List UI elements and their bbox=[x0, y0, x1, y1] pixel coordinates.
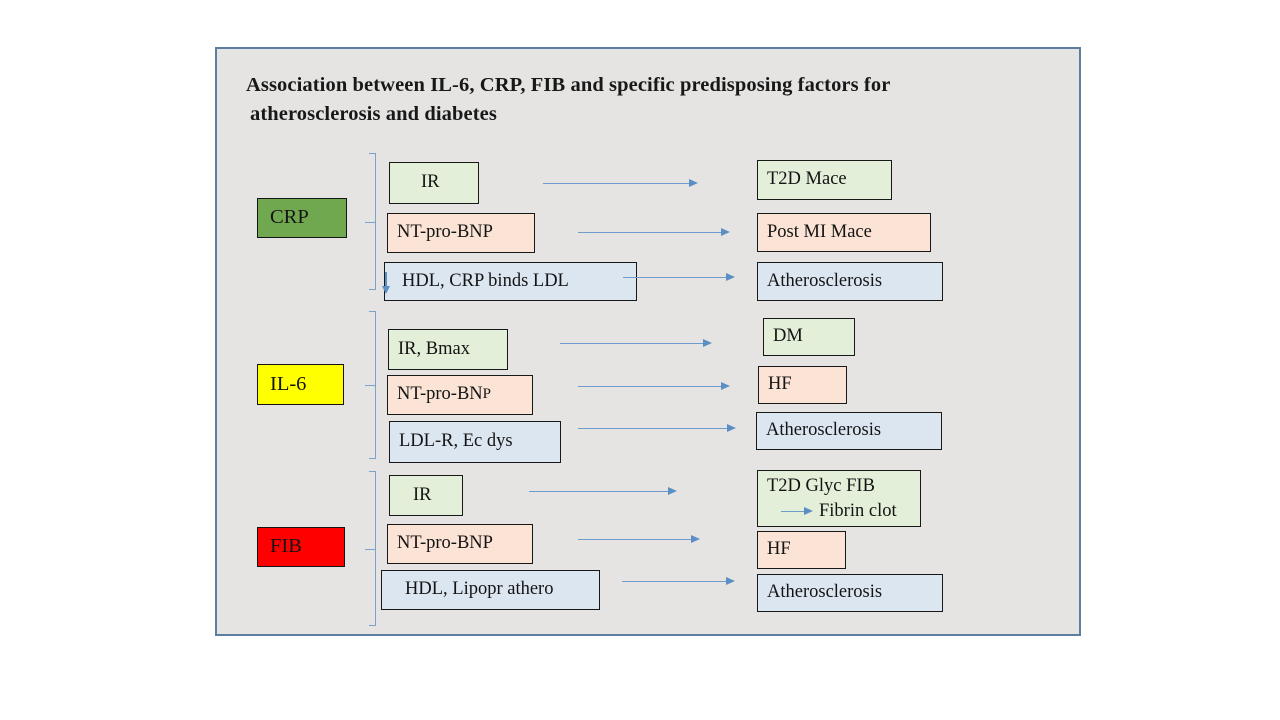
marker-fib: FIB bbox=[257, 527, 345, 567]
arrow-crp-1 bbox=[543, 179, 698, 188]
marker-crp-label: CRP bbox=[270, 206, 309, 229]
arrow-il6-2 bbox=[578, 382, 730, 391]
factor-il6-2-label: NT-pro-BN bbox=[397, 384, 483, 405]
factor-crp-2: NT-pro-BNP bbox=[387, 213, 535, 253]
target-crp-1: T2D Mace bbox=[757, 160, 892, 200]
target-fib-3-label: Atherosclerosis bbox=[767, 582, 883, 603]
factor-crp-1-label: IR bbox=[421, 172, 440, 193]
target-fib-1: T2D Glyc FIB Fibrin clot bbox=[757, 470, 921, 527]
page-title-line-2: atherosclerosis and diabetes bbox=[250, 103, 497, 125]
factor-fib-1-label: IR bbox=[413, 484, 432, 505]
arrow-fib-2 bbox=[578, 535, 700, 544]
factor-il6-1-label: IR, Bmax bbox=[398, 338, 470, 359]
marker-crp: CRP bbox=[257, 198, 347, 238]
arrow-fib-1 bbox=[529, 487, 677, 496]
bracket-crp bbox=[365, 153, 378, 290]
factor-il6-3-label: LDL-R, Ec dys bbox=[399, 431, 513, 452]
factor-fib-3-label: HDL, Lipopr athero bbox=[405, 579, 554, 600]
target-il6-1: DM bbox=[763, 318, 855, 356]
page-title-line-1: Association between IL-6, CRP, FIB and s… bbox=[246, 74, 891, 96]
factor-crp-3-label: HDL, CRP binds LDL bbox=[402, 270, 569, 291]
down-arrow-icon bbox=[381, 272, 390, 294]
factor-crp-2-label: NT-pro-BNP bbox=[397, 222, 493, 243]
target-crp-3-label: Atherosclerosis bbox=[767, 270, 883, 291]
target-il6-3-label: Atherosclerosis bbox=[766, 420, 882, 441]
factor-il6-3: LDL-R, Ec dys bbox=[389, 421, 561, 463]
factor-crp-3: HDL, CRP binds LDL bbox=[381, 262, 637, 301]
bracket-il6 bbox=[365, 311, 378, 459]
target-fib-1-line-1: T2D Glyc FIB bbox=[767, 476, 875, 496]
target-crp-1-label: T2D Mace bbox=[767, 169, 847, 190]
arrow-crp-2 bbox=[578, 228, 730, 237]
factor-fib-3: HDL, Lipopr athero bbox=[381, 570, 600, 610]
marker-fib-label: FIB bbox=[270, 535, 302, 558]
factor-fib-1: IR bbox=[389, 475, 463, 516]
target-fib-3: Atherosclerosis bbox=[757, 574, 943, 612]
marker-il6: IL-6 bbox=[257, 364, 344, 405]
factor-fib-2-label: NT-pro-BNP bbox=[397, 533, 493, 554]
bracket-fib bbox=[365, 471, 378, 626]
factor-il6-2-label-suffix: P bbox=[482, 386, 491, 403]
target-fib-2-label: HF bbox=[767, 539, 791, 560]
target-il6-2: HF bbox=[758, 366, 847, 404]
arrow-il6-3 bbox=[578, 424, 736, 433]
factor-crp-1: IR bbox=[389, 162, 479, 204]
target-il6-1-label: DM bbox=[773, 326, 803, 347]
marker-il6-label: IL-6 bbox=[270, 372, 307, 395]
target-il6-3: Atherosclerosis bbox=[756, 412, 942, 450]
page-title: Association between IL-6, CRP, FIB and s… bbox=[246, 71, 1046, 129]
factor-il6-1: IR, Bmax bbox=[388, 329, 508, 370]
diagram-slide: Association between IL-6, CRP, FIB and s… bbox=[215, 47, 1081, 636]
target-crp-2-label: Post MI Mace bbox=[767, 221, 872, 242]
factor-fib-2: NT-pro-BNP bbox=[387, 524, 533, 564]
arrow-fib-3 bbox=[622, 577, 735, 586]
target-crp-2: Post MI Mace bbox=[757, 213, 931, 252]
target-crp-3: Atherosclerosis bbox=[757, 262, 943, 301]
target-fib-1-line-2-wrap: Fibrin clot bbox=[767, 499, 920, 524]
right-arrow-icon bbox=[781, 507, 813, 516]
target-fib-1-line-2: Fibrin clot bbox=[819, 501, 897, 521]
target-il6-2-label: HF bbox=[768, 374, 792, 395]
target-fib-2: HF bbox=[757, 531, 846, 569]
arrow-crp-3 bbox=[623, 273, 735, 282]
arrow-il6-1 bbox=[560, 339, 712, 348]
